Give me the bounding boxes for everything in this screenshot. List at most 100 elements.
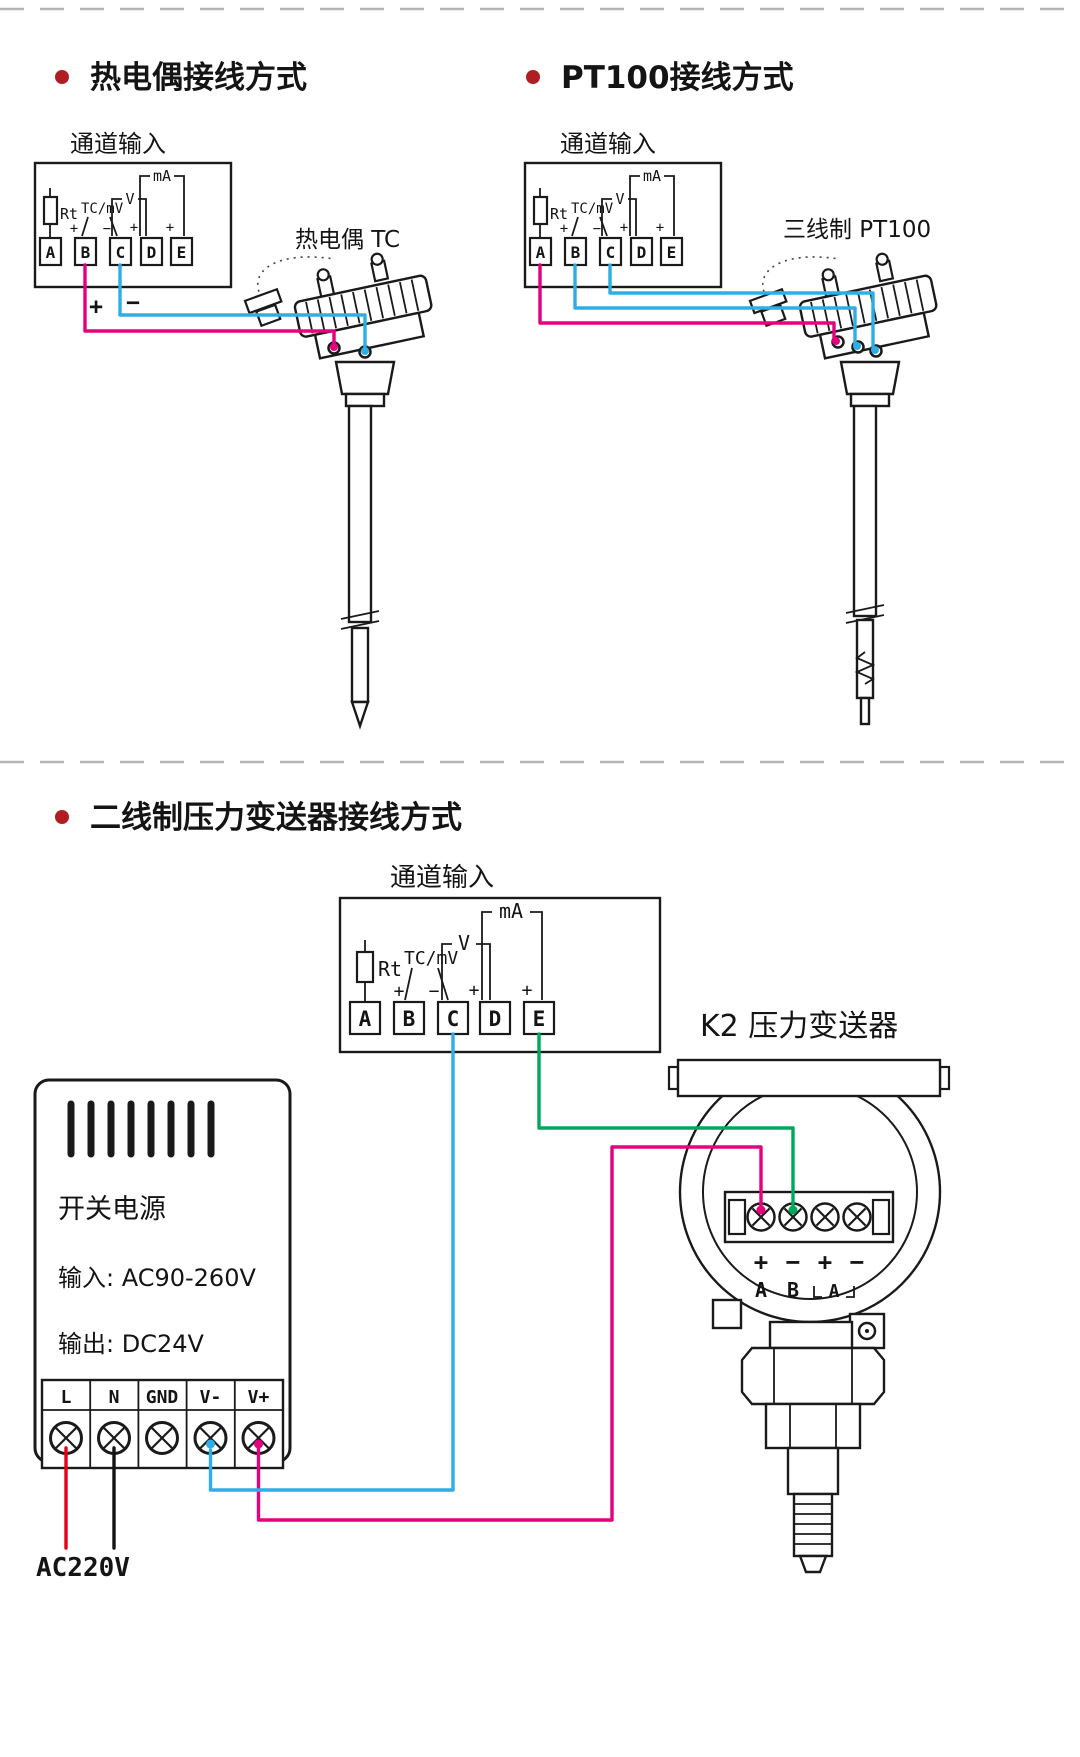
pt100-joint-b xyxy=(853,342,861,350)
tc-cable-gland xyxy=(243,287,283,328)
tc-terminal-box-a xyxy=(38,236,63,267)
bullet-icon xyxy=(526,70,540,84)
tc-terminal-label-d: D xyxy=(147,243,157,262)
pt100-terminal-label-c: C xyxy=(606,243,616,262)
tc-negative-joint xyxy=(361,347,369,355)
pt100-terminal-label-d: D xyxy=(637,243,647,262)
pt100-sign-c-minus: − xyxy=(593,221,601,237)
pt100-channel-input-label: 通道输入 xyxy=(560,130,656,158)
section-pressure-transmitter: 二线制压力变送器接线方式 通道输入 Rt TC/mV V mA + − + + … xyxy=(33,800,951,1583)
ac-source-label: AC220V xyxy=(36,1553,130,1583)
tc-rt-label: Rt xyxy=(60,205,78,223)
tc-head xyxy=(293,252,433,360)
transmitter-sign-2: − xyxy=(786,1248,800,1276)
tc-sign-d-plus: + xyxy=(130,220,138,236)
tc-terminal-label-a: A xyxy=(46,243,56,262)
pt100-section-title: PT100接线方式 xyxy=(561,60,794,96)
pt100-device-label: 三线制 PT100 xyxy=(783,217,931,243)
tc-head-bolt2-cap xyxy=(370,252,384,266)
transmitter-hex-facets xyxy=(773,1348,853,1404)
pressure-terminal-box-d xyxy=(478,1000,512,1036)
transmitter-cap-tab-right xyxy=(938,1065,951,1091)
pressure-rt-label: Rt xyxy=(378,957,402,981)
transmitter-thread-tip xyxy=(798,1554,828,1574)
wire-transmitter-to-vplus xyxy=(256,1145,763,1522)
tc-neck xyxy=(334,360,396,396)
pressure-ma-label: mA xyxy=(499,899,523,923)
transmitter-loop-letter: A xyxy=(829,1281,840,1302)
pressure-terminal-label-d: D xyxy=(489,1007,502,1031)
psu-terminal-label-l: L xyxy=(61,1387,72,1408)
tc-terminal-box-d xyxy=(139,236,164,267)
pt100-head-bolt2-cap xyxy=(875,252,889,266)
pt100-joint-c xyxy=(871,346,879,354)
bullet-icon xyxy=(55,810,69,824)
tc-positive-joint xyxy=(330,343,338,351)
pressure-tcmv-label: TC/mV xyxy=(404,948,458,969)
transmitter-stem xyxy=(768,1320,854,1350)
pressure-terminal-label-a: A xyxy=(359,1007,372,1031)
tc-device-label: 热电偶 TC xyxy=(295,227,400,253)
pressure-channel-box xyxy=(338,896,662,1054)
tc-probe-tip xyxy=(350,700,370,730)
pressure-terminal-box-a xyxy=(348,1000,382,1036)
transmitter-sign-1: + xyxy=(754,1248,768,1276)
tc-terminal-label-c: C xyxy=(116,243,126,262)
transmitter-letter-a: A xyxy=(755,1278,767,1302)
psu-terminal-label-gnd: GND xyxy=(146,1387,179,1408)
tc-terminal-label-e: E xyxy=(177,243,187,262)
power-supply-unit: 开关电源 输入: AC90-260V 输出: DC24V L N GND V- … xyxy=(33,1078,292,1470)
pressure-channel-input-label: 通道输入 xyxy=(390,863,494,893)
pt100-terminal-label-b: B xyxy=(571,243,581,262)
pt100-terminal-label-e: E xyxy=(667,243,677,262)
tc-terminal-box-e xyxy=(169,236,194,267)
pt100-terminal-label-a: A xyxy=(536,243,546,262)
transmitter-hex-nut xyxy=(740,1346,886,1406)
section-thermocouple: 热电偶接线方式 通道输入 Rt TC/mV V mA + − + + A B C… xyxy=(33,60,433,730)
tc-section-title: 热电偶接线方式 xyxy=(90,60,307,96)
tc-collar xyxy=(344,392,386,408)
pt100-wire-a xyxy=(538,263,836,341)
pressure-tcmv-leads xyxy=(404,967,449,1001)
pressure-v-bracket xyxy=(441,943,491,1000)
transmitter-device-label: K2 压力变送器 xyxy=(700,1009,898,1044)
tc-tcmv-label: TC/mV xyxy=(81,201,124,217)
pressure-sign-d-plus: + xyxy=(469,980,480,1001)
psu-vent-slots xyxy=(67,1100,215,1158)
pt100-rt-label: Rt xyxy=(550,205,568,223)
pt100-sign-d-plus: + xyxy=(620,220,628,236)
pt100-ma-bracket xyxy=(629,175,675,236)
pt100-wire-b xyxy=(573,263,857,346)
transmitter-side-hole-dot xyxy=(865,1329,869,1333)
pressure-terminal-label-e: E xyxy=(533,1007,546,1031)
tc-sign-e-plus: + xyxy=(166,220,174,236)
transmitter-screw-terminals xyxy=(746,1202,872,1232)
tc-sign-c-minus: − xyxy=(103,221,111,237)
psu-terminal-label-vplus: V+ xyxy=(248,1387,270,1408)
pt100-channel-box xyxy=(523,161,723,289)
transmitter-block-end-left xyxy=(727,1198,747,1236)
transmitter-threads xyxy=(794,1503,832,1545)
tc-probe-break xyxy=(340,610,380,630)
tc-ma-label: mA xyxy=(153,167,171,185)
transmitter-block-end-right xyxy=(871,1198,891,1236)
pt100-wire-c xyxy=(608,263,875,350)
pressure-v-label: V xyxy=(458,931,470,955)
psu-strip-cells xyxy=(89,1380,236,1468)
tc-wire-plus-sign: + xyxy=(89,294,103,320)
pt100-tcmv-label: TC/mV xyxy=(571,201,614,217)
psu-terminal-label-n: N xyxy=(109,1387,120,1408)
psu-output-label: 输出: DC24V xyxy=(58,1330,204,1358)
pressure-section-title: 二线制压力变送器接线方式 xyxy=(90,800,462,836)
tc-channel-input-label: 通道输入 xyxy=(70,130,166,158)
joint-transmitter-plus xyxy=(756,1205,766,1215)
pt100-ma-label: mA xyxy=(643,167,661,185)
psu-name-label: 开关电源 xyxy=(58,1194,166,1225)
tc-head-body xyxy=(313,311,426,360)
pt100-dotted-cable xyxy=(761,256,840,299)
tc-v-label: V xyxy=(125,190,134,208)
tc-probe xyxy=(347,404,373,624)
transmitter-loop-bracket-left xyxy=(813,1286,822,1298)
transmitter-top-cap xyxy=(676,1058,942,1098)
pt100-terminal-box-e xyxy=(659,236,684,267)
